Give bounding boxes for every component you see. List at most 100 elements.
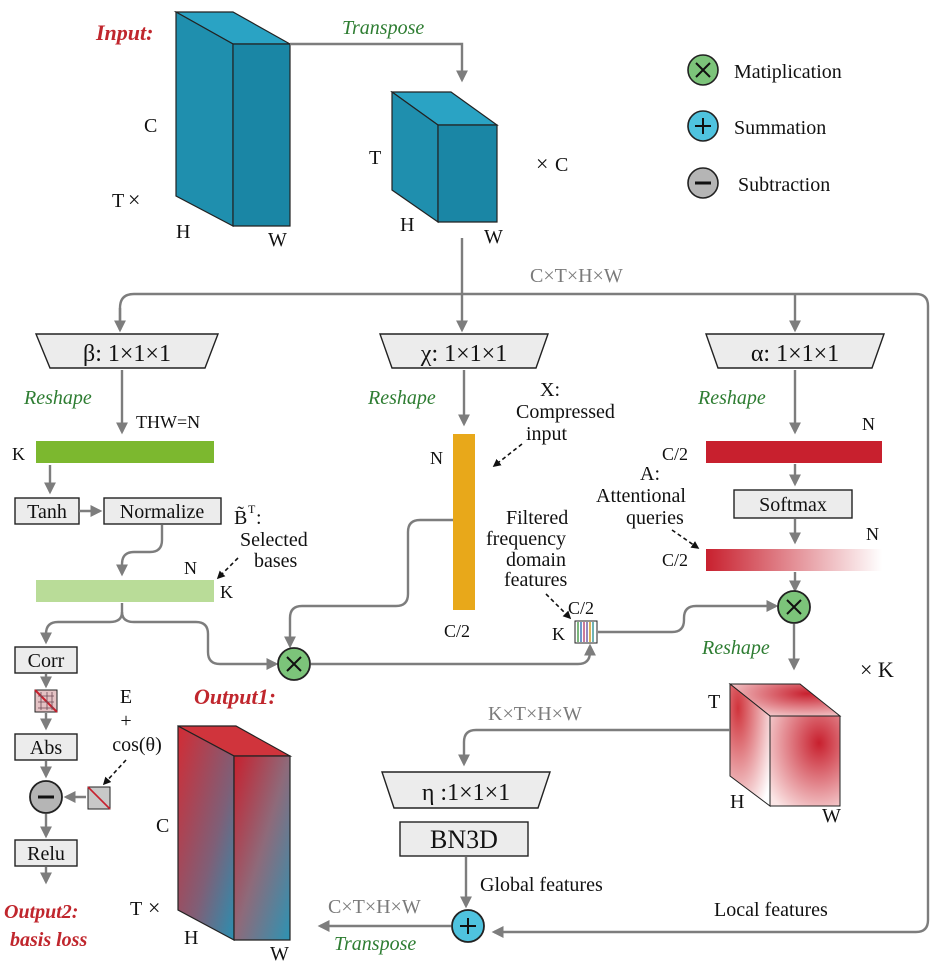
bases-to-mult-arrow xyxy=(120,611,279,670)
shape-top: C×T×H×W xyxy=(530,265,623,287)
skip-connection-line xyxy=(118,292,930,938)
tanh-label: Tanh xyxy=(27,501,67,523)
identity-pointer xyxy=(102,759,127,786)
beta-k: K xyxy=(12,444,25,464)
normalize-out-arrow xyxy=(116,525,164,577)
alpha-reshape-label: Reshape xyxy=(697,387,766,409)
bt-sup: T xyxy=(248,502,256,516)
corr-box xyxy=(14,646,78,674)
local-features-tensor xyxy=(728,682,842,807)
bt-pointer xyxy=(216,557,239,580)
legend-subtraction: Subtraction xyxy=(738,174,830,196)
bottom-transpose: Transpose xyxy=(334,933,416,955)
eta-conv: η :1×1×1 xyxy=(381,771,551,809)
abs-box xyxy=(14,733,78,761)
chi-to-mult-arrow xyxy=(284,518,453,649)
bt-note: B̃ xyxy=(234,505,247,529)
beta-thw: THW=N xyxy=(136,412,200,432)
normalize-box xyxy=(103,497,222,525)
legend-summation: Summation xyxy=(734,117,826,139)
relu-label: Relu xyxy=(27,843,65,865)
input-dim-c: C xyxy=(144,115,157,137)
output1-label: Output1: xyxy=(194,684,276,709)
abs-label: Abs xyxy=(30,737,62,759)
selected-bases-bar xyxy=(36,580,214,602)
plus-label: + xyxy=(120,710,131,732)
filtered-line3: domain xyxy=(506,549,566,571)
chi-c2: C/2 xyxy=(444,621,470,641)
compressed-input-bar xyxy=(453,434,475,610)
legend-multiplication: Matiplication xyxy=(734,61,842,83)
corr-label: Corr xyxy=(28,650,65,672)
filtered-features-icon xyxy=(574,620,598,644)
filtered-line4: features xyxy=(504,569,568,591)
bt-note2: Selected xyxy=(240,529,308,551)
to-corr-arrow xyxy=(40,603,124,645)
local-t: T xyxy=(708,691,720,713)
beta-feature-bar xyxy=(36,441,214,463)
input-dim-t: T xyxy=(112,190,124,212)
bn3d-box xyxy=(399,821,529,857)
selected-k: K xyxy=(220,582,233,602)
softmax-label: Softmax xyxy=(759,494,827,516)
relu-box xyxy=(14,839,78,867)
transposed-dim-h: H xyxy=(400,214,414,236)
local-w: W xyxy=(822,805,841,827)
alpha-times-k: × K xyxy=(860,657,894,682)
x-pointer xyxy=(492,443,523,467)
filtered-k: K xyxy=(552,624,565,644)
transposed-dim-w: W xyxy=(484,226,503,248)
beta-title: β: 1×1×1 xyxy=(83,341,171,367)
alpha-title: α: 1×1×1 xyxy=(751,341,839,367)
a-note2: Attentional xyxy=(596,485,686,507)
identity-matrix-icon xyxy=(87,786,111,810)
local-h: H xyxy=(730,791,744,813)
input-tensor xyxy=(173,10,293,227)
alpha-c2: C/2 xyxy=(662,444,688,464)
alpha-tail-reshape: Reshape xyxy=(701,637,770,659)
eta-shape: K×T×H×W xyxy=(488,703,582,725)
transposed-tensor xyxy=(390,90,499,224)
output1-w: W xyxy=(270,943,289,965)
x-note: X: xyxy=(540,379,560,401)
alpha-n: N xyxy=(862,414,875,434)
transposed-dim-c: C xyxy=(555,154,568,176)
transposed-dim-times: × xyxy=(536,151,548,176)
legend: Matiplication Summation Subtraction xyxy=(687,54,842,199)
global-features: Global features xyxy=(480,874,603,896)
e-label: E xyxy=(120,686,132,708)
output1-c: C xyxy=(156,815,169,837)
tanh-box xyxy=(14,497,80,525)
alpha-feature-bar xyxy=(706,441,882,463)
output2-line1: Output2: xyxy=(4,901,78,923)
transpose-label: Transpose xyxy=(342,17,424,39)
bt-colon: : xyxy=(256,507,262,529)
eta-title: η :1×1×1 xyxy=(422,780,510,806)
output1-h: H xyxy=(184,927,198,949)
output1-times: × xyxy=(148,895,160,920)
input-label: Input: xyxy=(95,20,153,45)
softmax-box xyxy=(733,489,853,519)
beta-reshape-label: Reshape xyxy=(23,387,92,409)
mult-to-filtered-arrow xyxy=(311,643,596,666)
filtered-to-mult2-arrow xyxy=(598,600,779,634)
a-note: A: xyxy=(640,463,660,485)
alpha-conv: α: 1×1×1 xyxy=(705,333,885,369)
chi-title: χ: 1×1×1 xyxy=(420,341,507,367)
chi-conv: χ: 1×1×1 xyxy=(379,333,549,369)
bn3d-label: BN3D xyxy=(430,825,498,854)
local-to-eta-arrow xyxy=(458,728,730,767)
chi-n: N xyxy=(430,448,443,468)
transpose-arrow xyxy=(290,42,468,83)
output2-line2: basis loss xyxy=(10,929,87,951)
chi-reshape-label: Reshape xyxy=(367,387,436,409)
transposed-dim-t: T xyxy=(369,147,381,169)
filtered-pointer xyxy=(545,593,572,620)
alpha-c2b: C/2 xyxy=(662,550,688,570)
x-note3: input xyxy=(526,423,568,445)
cos-label: cos(θ) xyxy=(112,734,162,756)
input-dim-h: H xyxy=(176,221,190,243)
bottom-shape: C×T×H×W xyxy=(328,896,421,918)
beta-conv: β: 1×1×1 xyxy=(34,333,220,369)
alpha-nb: N xyxy=(866,524,879,544)
